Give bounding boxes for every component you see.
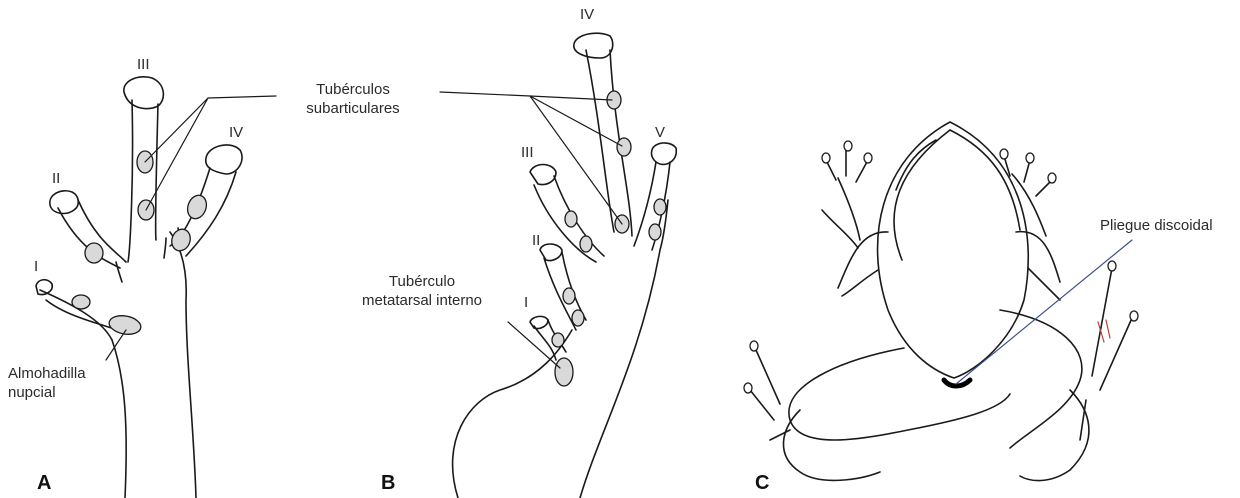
digit-label-b-iv: IV	[580, 6, 594, 23]
digit-label-a-iv: IV	[229, 124, 243, 141]
digit-label-b-i: I	[524, 294, 528, 311]
digit-label-b-iii: III	[521, 144, 534, 161]
label-tuberculos-subarticulares: Tubérculos subarticulares	[290, 80, 416, 118]
panel-letter-a: A	[37, 472, 51, 495]
panel-c-frog	[744, 122, 1138, 481]
digit-label-a-iii: III	[137, 56, 150, 73]
label-almohadilla-nupcial: Almohadilla nupcial	[8, 364, 86, 402]
panel-b-foot	[453, 33, 677, 498]
panel-letter-c: C	[755, 472, 769, 495]
discoidal-fold-pointer	[956, 240, 1132, 384]
digit-label-b-v: V	[655, 124, 665, 141]
digit-label-a-i: I	[34, 258, 38, 275]
digit-label-b-ii: II	[532, 232, 540, 249]
digit-label-a-ii: II	[52, 170, 60, 187]
label-pliegue-discoidal: Pliegue discoidal	[1100, 216, 1213, 235]
panel-b-pointer-lines	[440, 92, 622, 368]
panel-letter-b: B	[381, 472, 395, 495]
label-tuberculo-metatarsal-interno: Tubérculo metatarsal interno	[342, 272, 502, 310]
panel-a-hand	[36, 77, 242, 498]
